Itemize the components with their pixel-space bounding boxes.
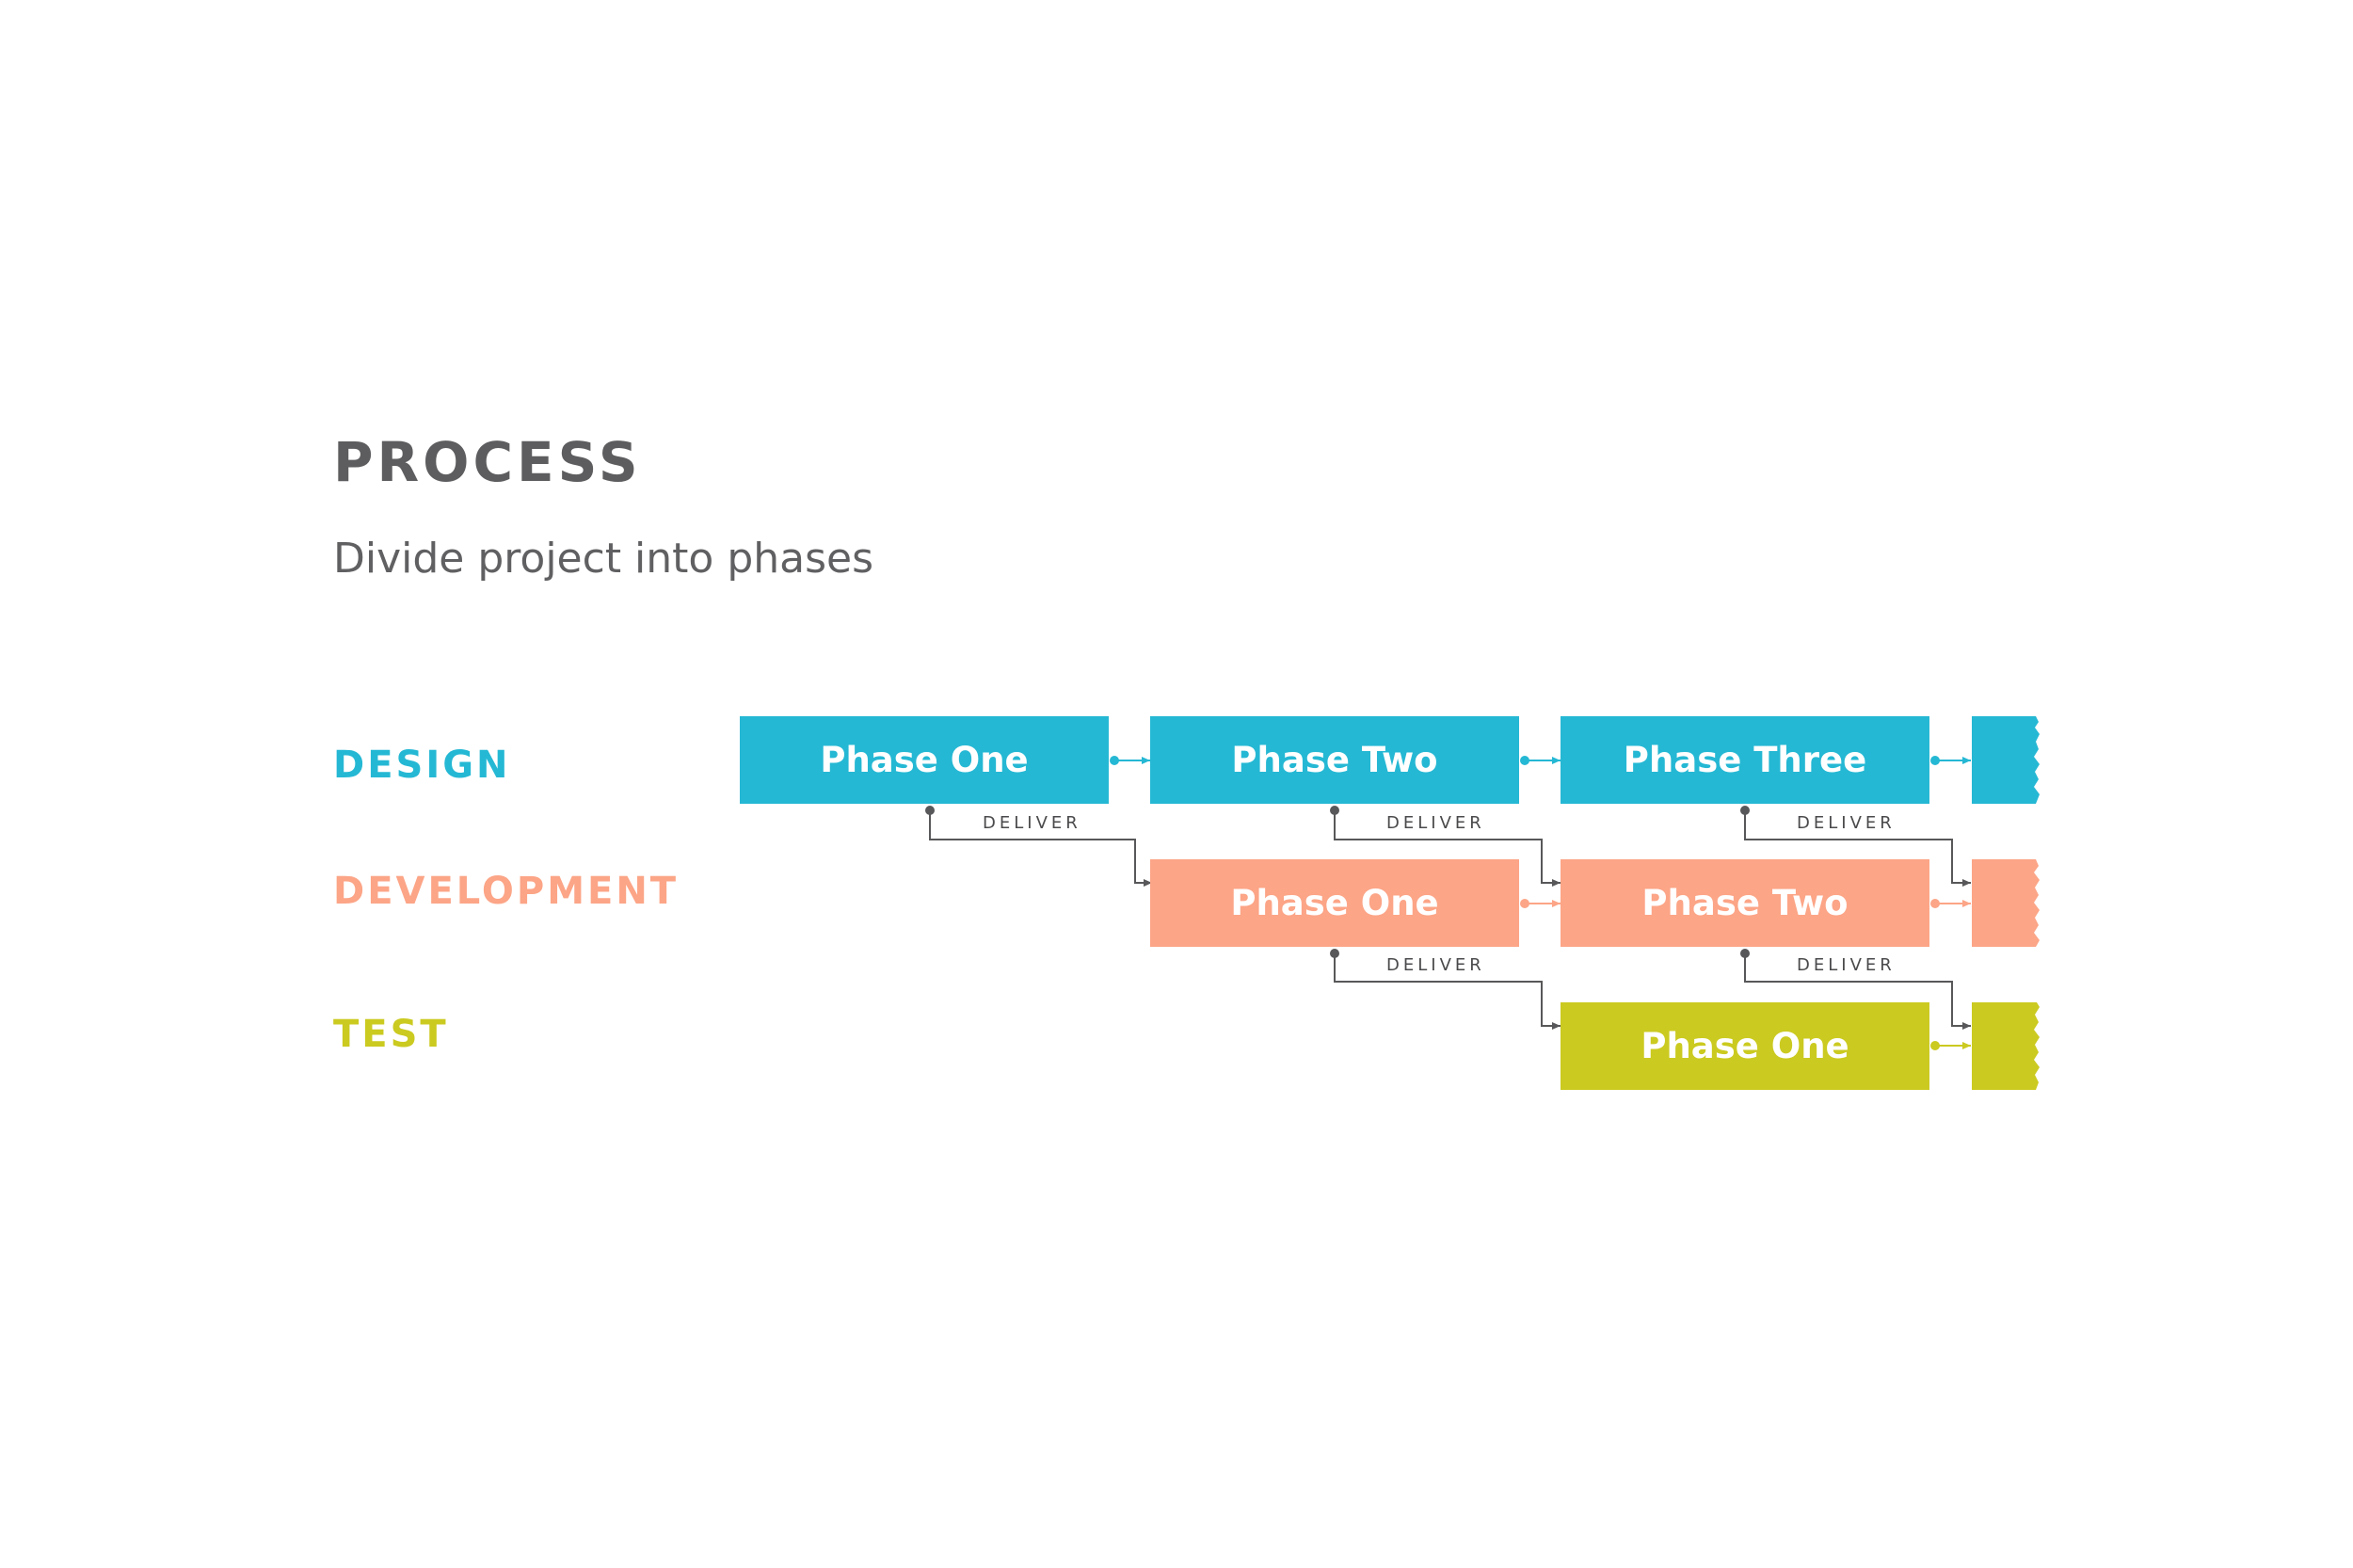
deliver-label: DELIVER (1797, 813, 1896, 833)
design-phase-one: Phase One (740, 716, 1109, 804)
deliver-label: DELIVER (983, 813, 1081, 833)
development-continuation-stub (1972, 859, 2040, 947)
diagram-subtitle: Divide project into phases (333, 535, 874, 583)
development-phase-one: Phase One (1150, 859, 1519, 947)
test-continuation-stub (1972, 1002, 2040, 1090)
development-phase-two: Phase Two (1561, 859, 1929, 947)
deliver-label: DELIVER (1797, 955, 1896, 975)
deliver-connectors (925, 806, 1971, 1030)
test-sequence-arrows (1930, 1041, 1971, 1050)
track-label-development: DEVELOPMENT (333, 870, 680, 913)
deliver-label: DELIVER (1386, 955, 1485, 975)
track-label-test: TEST (333, 1013, 449, 1056)
design-continuation-stub (1972, 716, 2040, 804)
test-phase-one: Phase One (1561, 1002, 1929, 1090)
design-phase-two: Phase Two (1150, 716, 1519, 804)
design-sequence-arrows (1110, 756, 1971, 765)
development-sequence-arrows (1520, 899, 1971, 908)
track-label-design: DESIGN (333, 744, 511, 787)
diagram-title: PROCESS (333, 430, 642, 494)
deliver-label: DELIVER (1386, 813, 1485, 833)
design-phase-three: Phase Three (1561, 716, 1929, 804)
